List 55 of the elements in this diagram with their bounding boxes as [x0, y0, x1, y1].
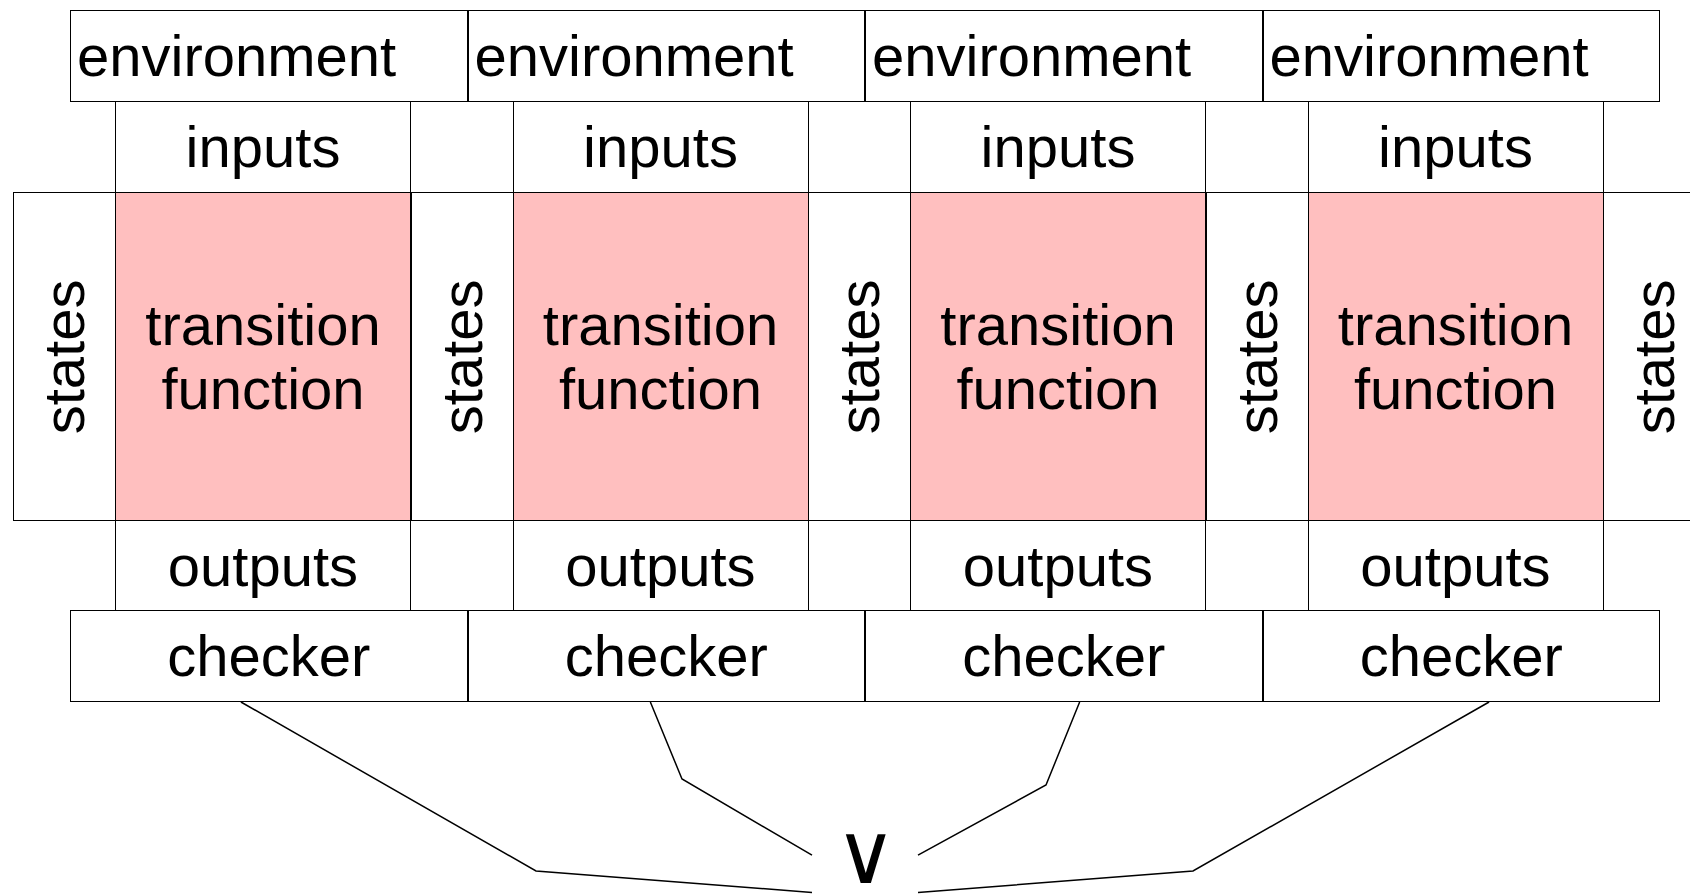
box-label: environment [474, 24, 794, 88]
rotated-label: states [1622, 279, 1687, 434]
box-label: environment [77, 24, 397, 88]
inputs-box [1307, 101, 1604, 193]
environment-box [865, 10, 1263, 102]
box-label: checker [1359, 624, 1563, 688]
checker-box [1262, 610, 1660, 702]
checker-box [865, 610, 1263, 702]
states-box [13, 192, 116, 521]
rotated-label: states [827, 279, 892, 434]
environment-box [70, 10, 468, 102]
checker-box [70, 610, 468, 702]
box-label: checker [962, 624, 1166, 688]
box-label: transition function [1336, 292, 1575, 421]
states-box [410, 192, 514, 521]
transition-function-box [1307, 192, 1604, 521]
environment-box [467, 10, 865, 102]
connector-line [240, 701, 813, 894]
checker-box [467, 610, 865, 702]
or-symbol: ∨ [834, 811, 896, 895]
inputs-box [115, 101, 411, 193]
box-label: transition function [939, 292, 1177, 421]
connector-line [649, 701, 813, 856]
box-label: outputs [565, 533, 756, 598]
transition-function-box [512, 192, 809, 521]
box-label: outputs [1360, 533, 1551, 598]
rotated-label: states [32, 279, 97, 434]
transition-function-box [910, 192, 1206, 521]
outputs-box [910, 520, 1206, 611]
inputs-box [910, 101, 1206, 193]
box-label: environment [872, 24, 1192, 88]
box-label: transition function [144, 292, 382, 421]
outputs-box [1307, 520, 1604, 611]
box-label: outputs [962, 533, 1154, 598]
rotated-label: states [1225, 279, 1289, 434]
outputs-box [512, 520, 809, 611]
box-label: checker [167, 624, 371, 688]
rotated-label: states [430, 279, 494, 434]
transition-function-box [115, 192, 411, 521]
box-label: inputs [980, 115, 1136, 179]
box-label: checker [564, 624, 768, 688]
environment-box [1262, 10, 1660, 102]
box-label: environment [1269, 24, 1589, 88]
box-label: inputs [185, 115, 341, 179]
box-label: transition function [541, 292, 780, 421]
connector-line [917, 701, 1081, 856]
states-box [808, 192, 911, 521]
box-label: outputs [167, 533, 359, 598]
states-box [1603, 192, 1690, 521]
inputs-box [512, 101, 809, 193]
box-label: inputs [583, 115, 738, 179]
states-box [1205, 192, 1309, 521]
connector-line [917, 701, 1490, 894]
outputs-box [115, 520, 411, 611]
box-label: inputs [1378, 115, 1533, 179]
